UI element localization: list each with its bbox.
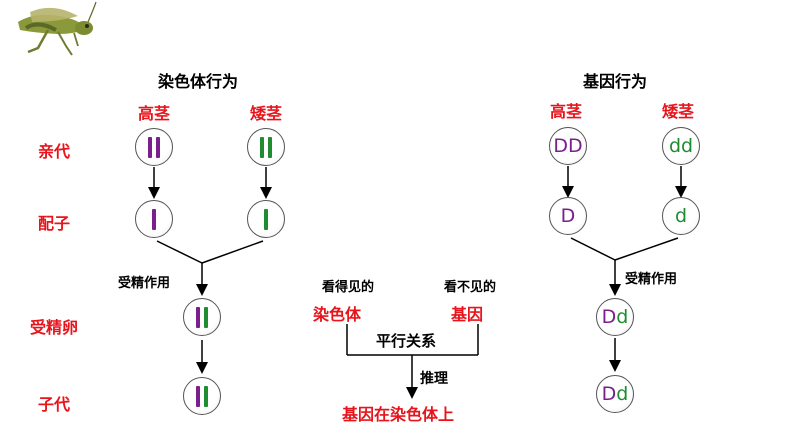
parent-genotype-dwarf: dd xyxy=(662,127,700,165)
chromosome-label: 染色体 xyxy=(313,305,362,324)
gene-behavior-title: 基因行为 xyxy=(583,72,648,91)
parallel-relation-label: 平行关系 xyxy=(376,332,437,350)
gamete-chromosome-dwarf xyxy=(247,200,285,238)
gamete-chromosome-tall xyxy=(135,200,173,238)
visible-caption: 看得见的 xyxy=(322,280,375,295)
left-tall-label: 高茎 xyxy=(138,104,171,123)
row-label-parent: 亲代 xyxy=(38,142,71,161)
gamete-genotype-tall: D xyxy=(549,197,587,235)
invisible-caption: 看不见的 xyxy=(444,280,497,295)
chromosome-behavior-title: 染色体行为 xyxy=(158,72,239,91)
inference-label: 推理 xyxy=(420,371,448,387)
parent-genotype-tall: DD xyxy=(549,127,587,165)
left-fertilization-label: 受精作用 xyxy=(118,276,171,291)
offspring-genotype: Dd xyxy=(596,375,634,413)
grasshopper-icon xyxy=(8,0,98,58)
zygote-genotype: Dd xyxy=(596,298,634,336)
zygote-chromosome xyxy=(183,298,221,336)
right-tall-label: 高茎 xyxy=(550,102,583,121)
right-dwarf-label: 矮茎 xyxy=(662,102,695,121)
parent-chromosome-tall xyxy=(135,128,173,166)
row-label-offspring: 子代 xyxy=(38,395,71,414)
parent-chromosome-dwarf xyxy=(247,128,285,166)
offspring-chromosome xyxy=(183,377,221,415)
left-dwarf-label: 矮茎 xyxy=(250,104,283,123)
gene-label: 基因 xyxy=(451,305,484,324)
right-fertilization-label: 受精作用 xyxy=(625,272,678,287)
gamete-genotype-dwarf: d xyxy=(662,197,700,235)
conclusion-label: 基因在染色体上 xyxy=(342,405,455,424)
row-label-gamete: 配子 xyxy=(38,214,71,233)
row-label-zygote: 受精卵 xyxy=(30,318,79,337)
